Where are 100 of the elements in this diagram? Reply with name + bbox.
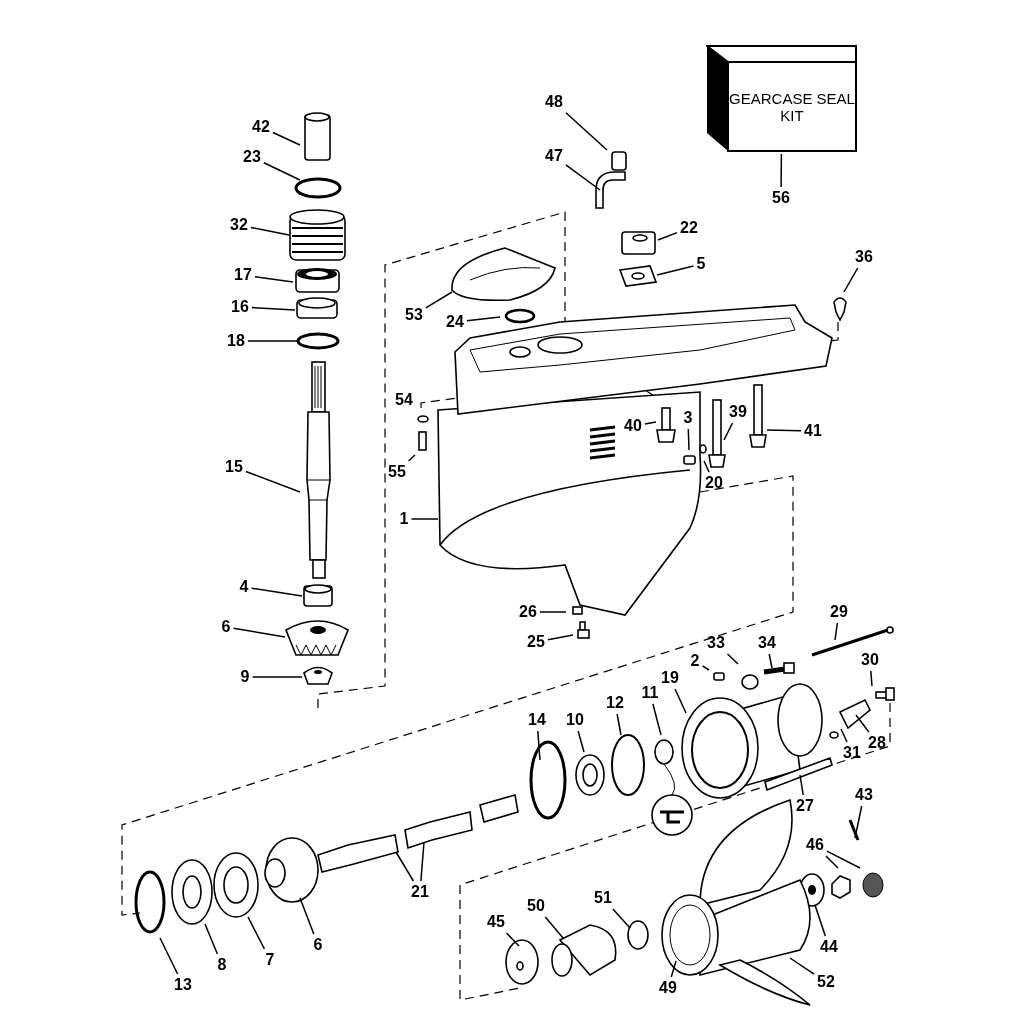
leader-line [395,851,415,882]
leader-line [687,428,690,451]
leader-line [159,937,179,975]
callout-number: 51 [593,889,613,907]
callout-number: 21 [410,883,430,901]
callout-number: 25 [526,633,546,651]
leader-line [652,703,662,736]
leader-line [407,454,416,462]
leader-line [825,855,839,869]
leader-line [616,713,622,736]
leader-line [826,850,861,869]
leader-line [674,688,687,714]
callout-number: 19 [660,669,680,687]
leader-line [656,265,695,276]
leader-line [870,670,873,687]
leader-line [425,291,453,309]
leader-line [247,916,266,950]
callout-number: 52 [816,973,836,991]
leader-line [537,730,541,761]
leader-line [789,957,815,975]
callout-number: 56 [771,189,791,207]
leader-line [505,932,520,947]
callout-number: 46 [805,836,825,854]
callout-number: 34 [757,634,777,652]
callout-number: 10 [565,711,585,729]
leader-line [272,131,301,146]
leader-line [814,904,827,937]
leader-line [539,611,567,613]
callout-number: 7 [264,951,276,969]
leader-line [565,112,608,151]
callout-number: 16 [230,298,250,316]
callout-number: 54 [394,391,414,409]
callout-number: 41 [803,422,823,440]
callout-number: 1 [398,510,410,528]
callout-number: 14 [527,711,547,729]
leader-line [834,622,839,641]
callout-number: 31 [842,744,862,762]
leader-line [726,653,739,665]
leader-line [299,897,315,935]
leader-line [232,627,286,638]
callout-number: 8 [216,956,228,974]
leader-line [247,340,299,342]
callout-number: 28 [867,734,887,752]
leader-line [420,841,425,882]
leader-line [251,306,296,311]
leader-line [466,316,501,322]
leader-line [612,908,631,929]
callout-number: 9 [239,668,251,686]
callout-number: 20 [704,474,724,492]
callout-number: 40 [623,417,643,435]
leader-line [250,226,290,236]
leader-line [843,267,859,293]
leader-line [547,634,574,641]
callout-number: 53 [404,306,424,324]
callout-number: 45 [486,913,506,931]
leader-line [544,916,564,939]
leader-line [565,164,601,191]
leader-line [799,774,804,796]
leader-line [263,161,301,181]
callout-number: 43 [854,786,874,804]
callout-number: 55 [387,463,407,481]
leader-line [657,231,678,241]
callout-number: 44 [819,938,839,956]
leader-line [855,714,870,733]
callout-number: 26 [518,603,538,621]
leader-line [723,422,734,441]
leader-line [854,805,863,839]
callout-number: 42 [251,118,271,136]
callout-number: 12 [605,694,625,712]
leader-line [840,728,848,743]
leader-line [577,730,585,753]
callout-number: 5 [695,255,707,273]
callout-number: 11 [640,684,660,702]
leader-line [766,429,802,432]
callout-number: 32 [229,216,249,234]
callout-number: 6 [312,936,324,954]
callout-number: 33 [706,634,726,652]
callout-number: 48 [544,93,564,111]
callout-number: 2 [689,652,701,670]
leader-line [245,470,301,493]
leader-line [251,676,303,678]
callout-number: 22 [679,219,699,237]
leader-line [204,923,219,955]
callout-number: 4 [238,578,250,596]
leader-line [254,275,294,283]
callout-number: 30 [860,651,880,669]
leader-line [670,960,677,978]
callout-number: 17 [233,266,253,284]
callout-number: 23 [242,148,262,166]
leader-line [701,665,710,671]
callout-number: 27 [795,797,815,815]
leader-line [644,421,657,425]
callout-number: 36 [854,248,874,266]
callout-number: 39 [728,403,748,421]
callout-number: 49 [658,979,678,997]
callout-number: 13 [173,976,193,994]
leader-line [703,460,710,473]
callout-number: 47 [544,147,564,165]
callout-number: 24 [445,313,465,331]
leader-line [768,653,773,669]
